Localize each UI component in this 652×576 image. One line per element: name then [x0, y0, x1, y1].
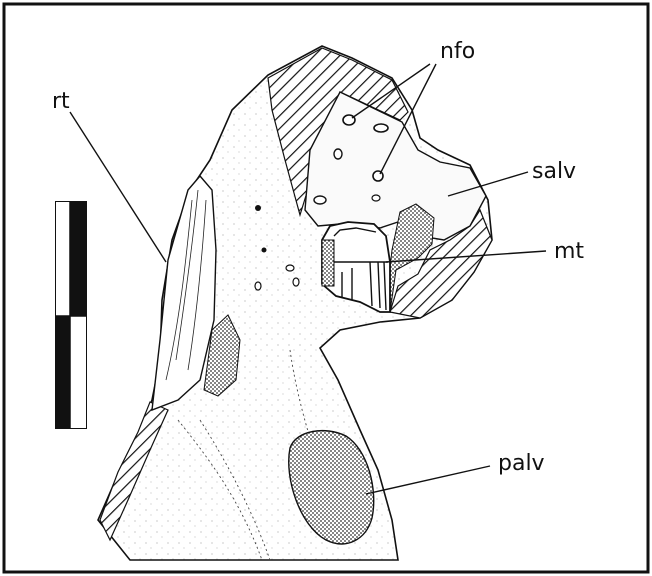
- foramen-5: [314, 196, 326, 204]
- foramen-9: [262, 248, 267, 253]
- scale-bar-segment-1-dark: [70, 202, 86, 258]
- label-rt: rt: [52, 89, 70, 114]
- foramen-8: [286, 265, 294, 271]
- foramen-11: [255, 282, 261, 290]
- label-palv: palv: [498, 451, 545, 476]
- label-salv: salv: [532, 159, 576, 184]
- scale-bar: [56, 202, 86, 428]
- scale-bar-segment-4: [56, 372, 70, 428]
- foramen-7: [255, 205, 261, 211]
- scale-bar-segment-3-light: [70, 316, 86, 372]
- scale-bar-segment-3: [56, 316, 70, 372]
- foramen-4: [334, 149, 342, 159]
- scale-bar-segment-2-dark: [70, 258, 86, 316]
- foramen-10: [293, 278, 299, 286]
- label-mt: mt: [554, 239, 584, 264]
- foramen-6: [372, 195, 380, 201]
- foramen-2: [374, 124, 388, 132]
- label-nfo: nfo: [440, 39, 475, 64]
- scale-bar-segment-4-light: [70, 372, 86, 428]
- scale-bar-segment-2: [56, 258, 70, 316]
- tooth-mt-root: [322, 240, 334, 286]
- scale-bar-segment-1: [56, 202, 70, 258]
